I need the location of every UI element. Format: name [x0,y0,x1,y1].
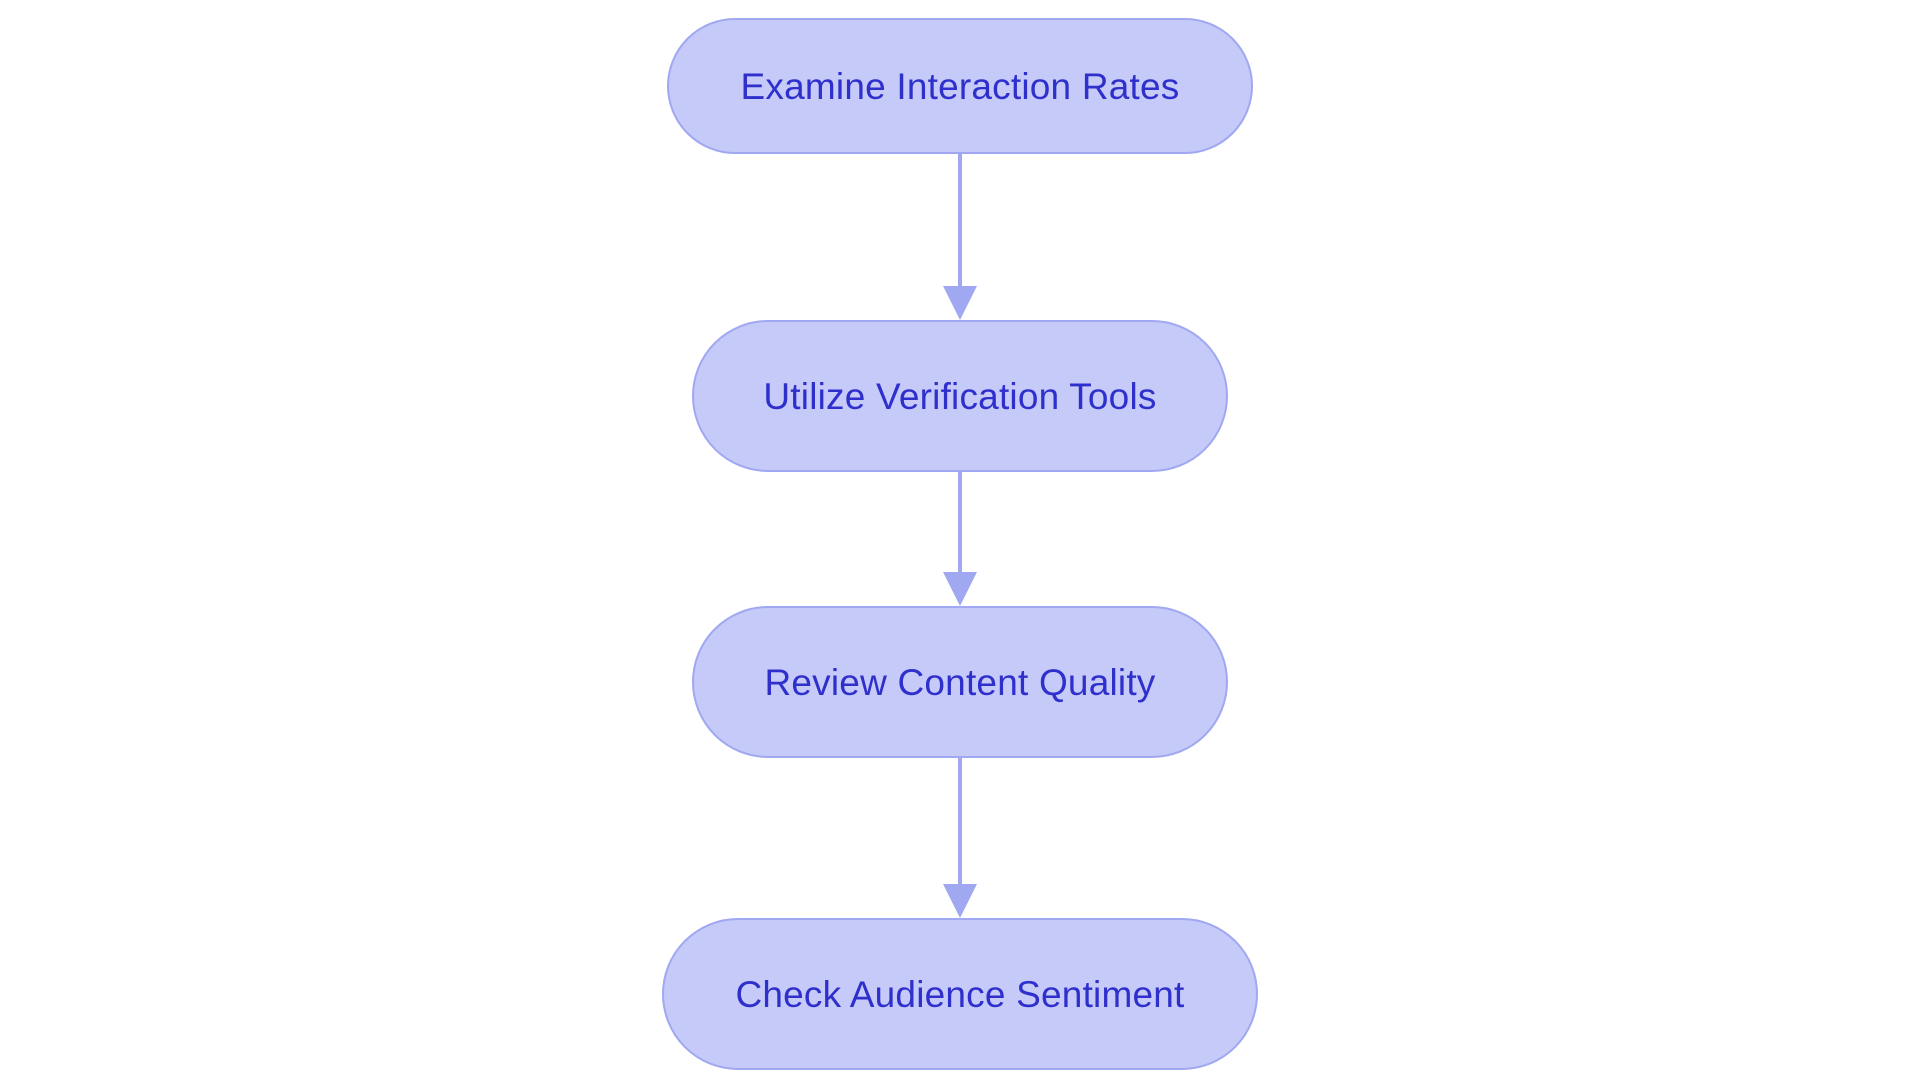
flow-node-examine-interaction-rates[interactable]: Examine Interaction Rates [667,18,1253,154]
flow-node-label: Examine Interaction Rates [740,65,1180,107]
arrow-line [958,154,962,287]
flow-arrow-node2-to-node3 [940,472,980,606]
flow-arrow-node3-to-node4 [940,758,980,918]
arrow-line [958,472,962,573]
flow-node-check-audience-sentiment[interactable]: Check Audience Sentiment [662,918,1258,1070]
arrow-head-down-icon [943,286,977,320]
flow-node-review-content-quality[interactable]: Review Content Quality [692,606,1228,758]
flow-node-label: Review Content Quality [764,661,1156,703]
flow-node-label: Check Audience Sentiment [735,973,1185,1015]
arrow-line [958,758,962,885]
flow-node-label: Utilize Verification Tools [763,375,1157,417]
arrow-head-down-icon [943,884,977,918]
arrow-head-down-icon [943,572,977,606]
flow-node-utilize-verification-tools[interactable]: Utilize Verification Tools [692,320,1228,472]
flow-arrow-node1-to-node2 [940,154,980,320]
